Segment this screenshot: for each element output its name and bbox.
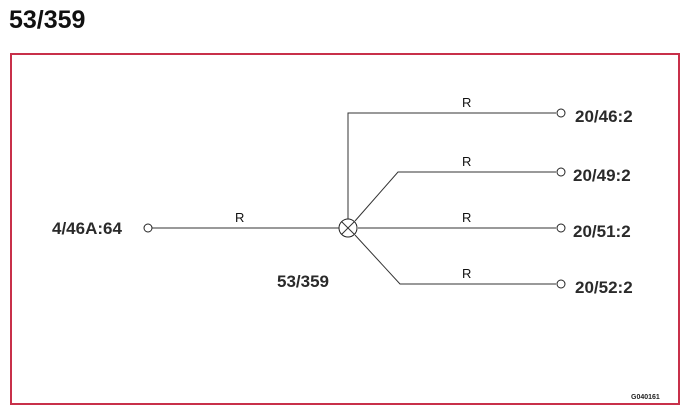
branch-label-1: 20/46:2 xyxy=(575,107,633,126)
branch-terminal-3-icon[interactable] xyxy=(556,223,566,233)
branch-wire-label-1: R xyxy=(462,95,471,110)
branch-wire-4 xyxy=(354,234,556,285)
drawing-code: G040161 xyxy=(631,394,660,401)
splice-x-circle-icon[interactable] xyxy=(338,218,358,238)
branch-label-3: 20/51:2 xyxy=(573,222,631,241)
branch-wire-label-4: R xyxy=(462,266,471,281)
branch-terminal-2-icon[interactable] xyxy=(556,167,566,177)
branch-wire-2 xyxy=(354,171,556,222)
branch-wire-label-3: R xyxy=(462,210,471,225)
branch-terminal-1-icon[interactable] xyxy=(556,108,566,118)
page-title: 53/359 xyxy=(9,6,86,34)
source-label: 4/46A:64 xyxy=(52,219,122,238)
branch-label-2: 20/49:2 xyxy=(573,166,631,185)
branch-terminal-4-icon[interactable] xyxy=(556,279,566,289)
diagram-frame xyxy=(10,53,680,405)
branch-wire-1 xyxy=(347,112,556,219)
branch-label-4: 20/52:2 xyxy=(575,278,633,297)
source-terminal-icon[interactable] xyxy=(143,223,153,233)
splice-label: 53/359 xyxy=(277,272,329,291)
branch-wire-label-2: R xyxy=(462,154,471,169)
source-wire-label: R xyxy=(235,210,244,225)
